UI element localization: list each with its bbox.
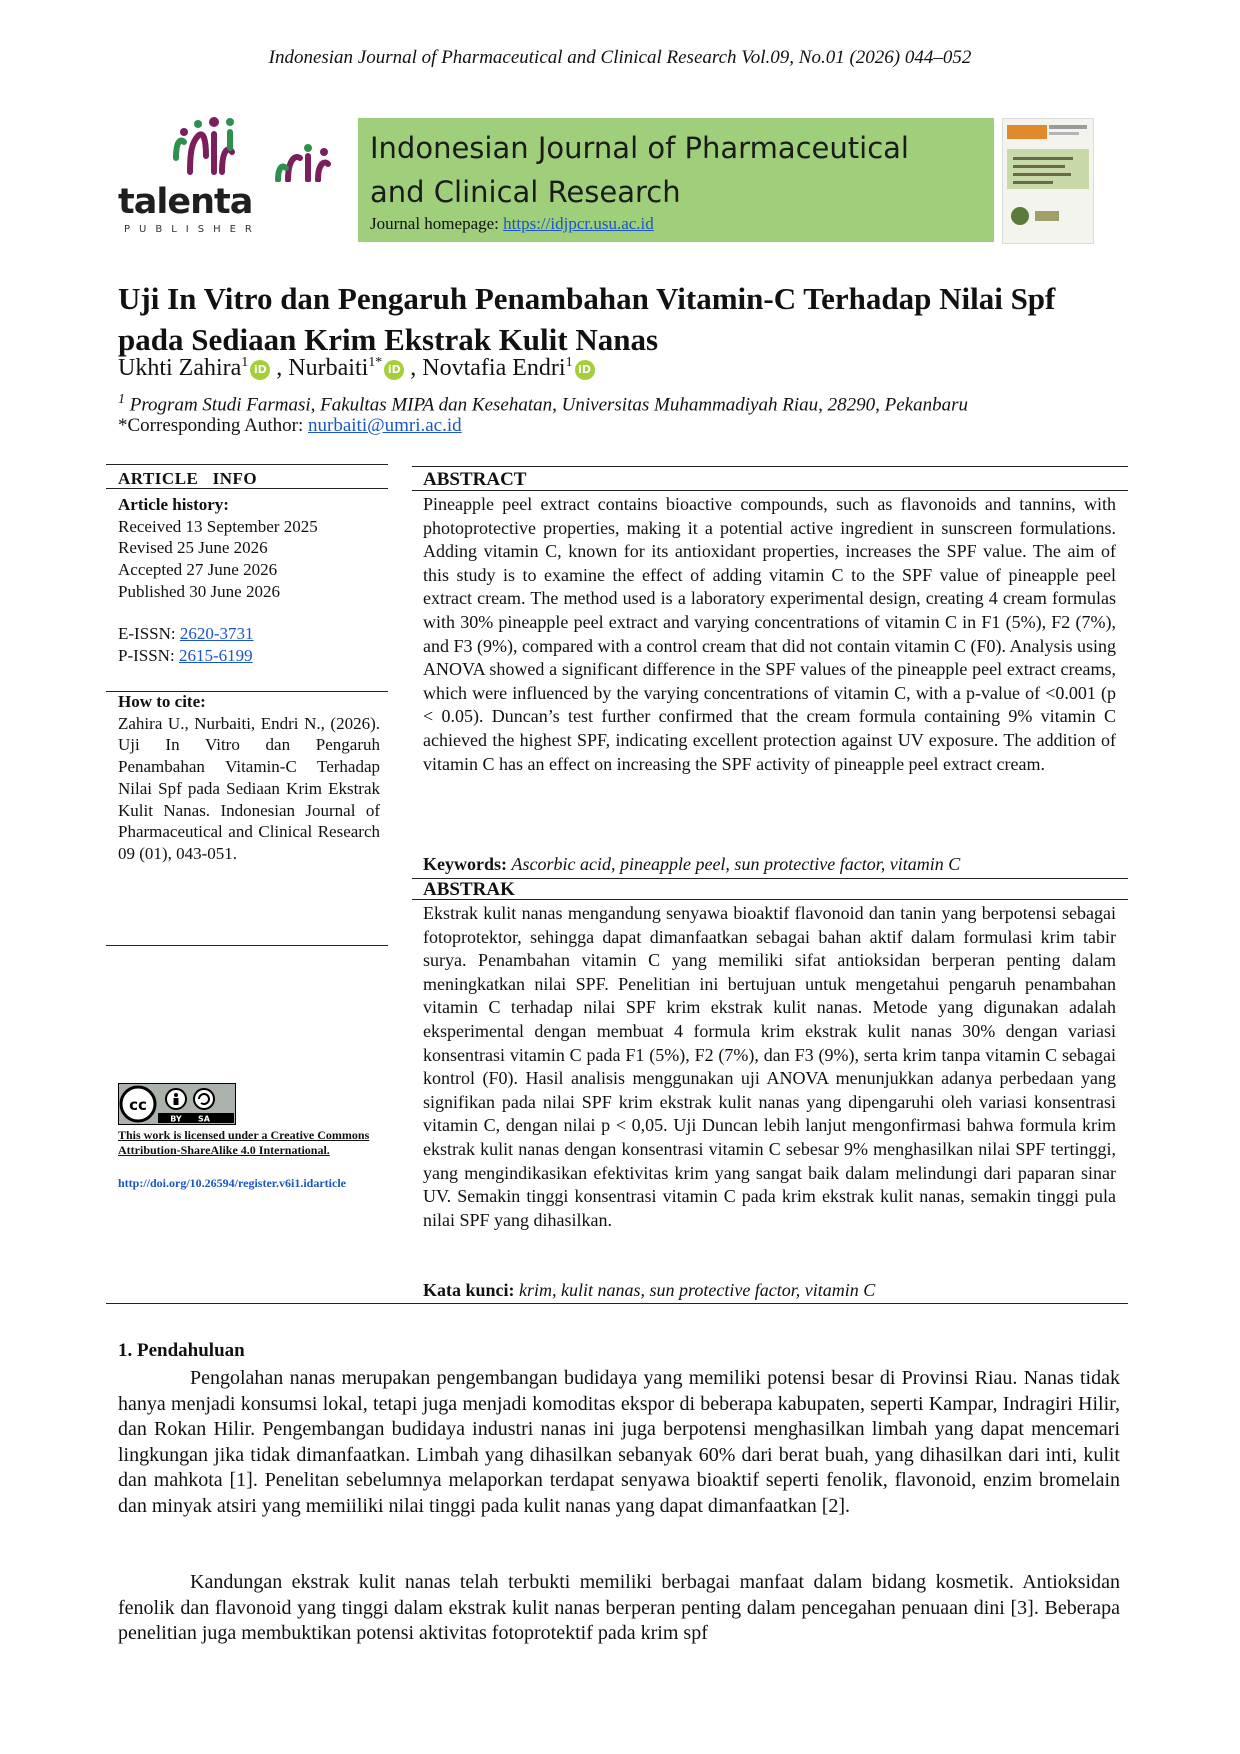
divider <box>106 945 388 946</box>
license-text[interactable]: This work is licensed under a Creative C… <box>118 1128 370 1157</box>
license-doi-link[interactable]: http://doi.org/10.26594/register.v6i1.id… <box>118 1176 346 1190</box>
pissn-link[interactable]: 2615-6199 <box>178 645 253 665</box>
divider <box>106 691 388 692</box>
cc-by-sa-badge[interactable]: cc BY SA <box>118 1083 236 1125</box>
corresponding-author: *Corresponding Author: nurbaiti@umri.ac.… <box>118 415 462 437</box>
pissn-line: P-ISSN: 2615-6199 <box>118 645 380 667</box>
article-info-heading: ARTICLE INFO <box>118 469 258 488</box>
journal-name: Indonesian Journal of Pharmaceutical and… <box>370 131 909 209</box>
affiliation-text: Program Studi Farmasi, Fakultas MIPA dan… <box>129 394 968 416</box>
abstract-text: Pineapple peel extract contains bioactiv… <box>423 494 1116 774</box>
how-to-cite-label: How to cite: <box>118 692 206 711</box>
affiliation-mark: 1 <box>118 392 125 407</box>
author-affiliation-mark: 1 <box>241 355 249 370</box>
publisher-logo: talenta PUBLISHER <box>118 112 338 237</box>
journal-homepage-link[interactable]: https://idjpcr.usu.ac.id <box>503 214 654 233</box>
kata-kunci-label: Kata kunci: <box>423 1280 515 1300</box>
kata-kunci-list: krim, kulit nanas, sun protective factor… <box>519 1280 876 1300</box>
affiliation: 1 Program Studi Farmasi, Fakultas MIPA d… <box>118 392 968 416</box>
eissn-label: E-ISSN: <box>118 624 176 643</box>
author-name: Ukhti Zahira <box>118 355 242 381</box>
citation-text: Zahira U., Nurbaiti, Endri N., (2026). U… <box>118 713 380 863</box>
author-name: , Novtafia Endri <box>410 355 566 381</box>
divider <box>412 466 1128 467</box>
keywords-label: Keywords: <box>423 854 507 874</box>
divider <box>412 899 1128 900</box>
svg-text:cc: cc <box>129 1096 147 1114</box>
journal-cover-image <box>1002 118 1094 244</box>
article-history: Article history: Received 13 September 2… <box>118 494 380 603</box>
cc-by-label: BY <box>170 1115 182 1124</box>
date-published: Published 30 June 2026 <box>118 581 280 601</box>
article-history-label: Article history: <box>118 495 229 514</box>
body-paragraph: Kandungan ekstrak kulit nanas telah terb… <box>118 1571 1120 1644</box>
journal-homepage-label: Journal homepage: <box>370 214 499 233</box>
divider <box>106 1303 1128 1304</box>
publisher-logo-icon <box>173 117 331 182</box>
abstrak-text: Ekstrak kulit nanas mengandung senyawa b… <box>423 903 1116 1230</box>
corresponding-label: *Corresponding Author: <box>118 415 304 436</box>
eissn-line: E-ISSN: 2620-3731 <box>118 623 380 645</box>
issn-block: E-ISSN: 2620-3731 P-ISSN: 2615-6199 <box>118 623 380 666</box>
kata-kunci: Kata kunci: krim, kulit nanas, sun prote… <box>423 1280 875 1301</box>
how-to-cite: How to cite: Zahira U., Nurbaiti, Endri … <box>118 691 380 865</box>
author-affiliation-mark: 1* <box>368 355 383 370</box>
paper-title: Uji In Vitro dan Pengaruh Penambahan Vit… <box>118 281 1056 357</box>
corresponding-email-link[interactable]: nurbaiti@umri.ac.id <box>308 415 462 436</box>
publisher-wordmark: talenta <box>118 182 253 222</box>
date-received: Received 13 September 2025 <box>118 516 318 536</box>
divider <box>412 490 1128 491</box>
body-paragraph: Pengolahan nanas merupakan pengembangan … <box>118 1367 1120 1517</box>
date-revised: Revised 25 June 2026 <box>118 538 268 558</box>
journal-banner: Indonesian Journal of Pharmaceutical and… <box>358 118 994 242</box>
abstrak-heading: ABSTRAK <box>423 879 515 900</box>
orcid-icon[interactable]: iD <box>574 360 595 380</box>
divider <box>106 488 388 489</box>
author-name: , Nurbaiti <box>276 355 369 381</box>
keywords: Keywords: Ascorbic acid, pineapple peel,… <box>423 854 960 875</box>
divider <box>106 464 388 465</box>
keywords-list: Ascorbic acid, pineapple peel, sun prote… <box>511 854 961 874</box>
publisher-subline: PUBLISHER <box>124 224 261 235</box>
cover-label-bar <box>1007 125 1047 139</box>
abstract-heading: ABSTRACT <box>423 469 527 490</box>
author-affiliation-mark: 1 <box>565 355 573 370</box>
section-heading: 1. Pendahuluan <box>118 1340 245 1361</box>
pissn-label: P-ISSN: <box>118 645 175 665</box>
cc-sa-label: SA <box>198 1115 211 1124</box>
running-header: Indonesian Journal of Pharmaceutical and… <box>268 47 972 68</box>
eissn-link[interactable]: 2620-3731 <box>179 624 254 643</box>
journal-homepage: Journal homepage: https://idjpcr.usu.ac.… <box>370 214 654 234</box>
orcid-icon[interactable]: iD <box>250 360 271 380</box>
cover-logo-icon <box>1011 207 1029 225</box>
orcid-icon[interactable]: iD <box>384 360 405 380</box>
divider <box>412 878 1128 879</box>
date-accepted: Accepted 27 June 2026 <box>118 560 278 580</box>
